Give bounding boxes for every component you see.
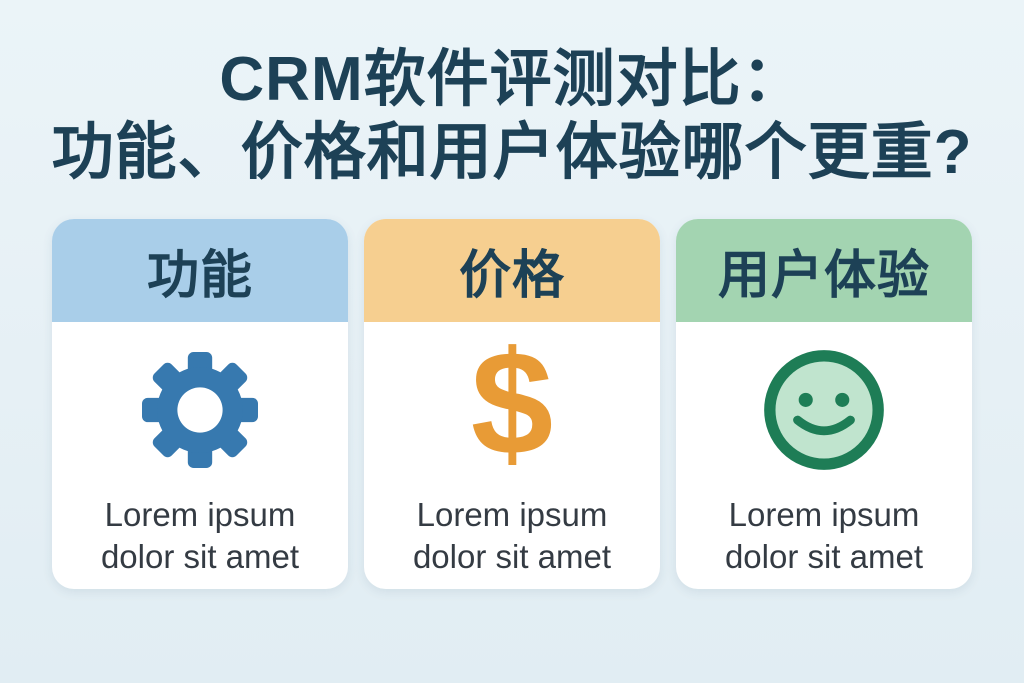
gear-icon bbox=[142, 344, 258, 476]
card-features: 功能 bbox=[52, 219, 348, 590]
page-title: CRM软件评测对比： 功能、价格和用户体验哪个更重? bbox=[0, 0, 1024, 189]
page-title-line2: 功能、价格和用户体验哪个更重? bbox=[51, 117, 973, 187]
card-user-experience-header: 用户体验 bbox=[676, 219, 972, 323]
card-price-header: 价格 bbox=[364, 219, 660, 323]
card-user-experience-body: Lorem ipsum dolor sit amet bbox=[676, 322, 972, 589]
card-price-header-label: 价格 bbox=[458, 247, 565, 306]
card-features-body: Lorem ipsum dolor sit amet bbox=[52, 322, 348, 589]
card-features-text: Lorem ipsum dolor sit amet bbox=[100, 496, 300, 576]
dollar-glyph: $ bbox=[470, 321, 554, 487]
card-user-experience-text: Lorem ipsum dolor sit amet bbox=[724, 496, 924, 576]
comparison-cards-row: 功能 bbox=[0, 219, 1024, 590]
card-price-body: $ Lorem ipsum dolor sit amet bbox=[364, 322, 660, 589]
card-features-header-label: 功能 bbox=[146, 247, 253, 306]
card-features-header: 功能 bbox=[52, 219, 348, 323]
dollar-icon: $ bbox=[471, 330, 553, 478]
page-title-line1: CRM软件评测对比： bbox=[219, 45, 805, 114]
smiley-icon bbox=[761, 344, 887, 476]
card-user-experience-header-label: 用户体验 bbox=[717, 247, 930, 306]
card-price-text: Lorem ipsum dolor sit amet bbox=[412, 496, 612, 576]
card-price: 价格 $ Lorem ipsum dolor sit amet bbox=[364, 219, 660, 590]
card-user-experience: 用户体验 Lorem ipsum dolor sit amet bbox=[676, 219, 972, 590]
